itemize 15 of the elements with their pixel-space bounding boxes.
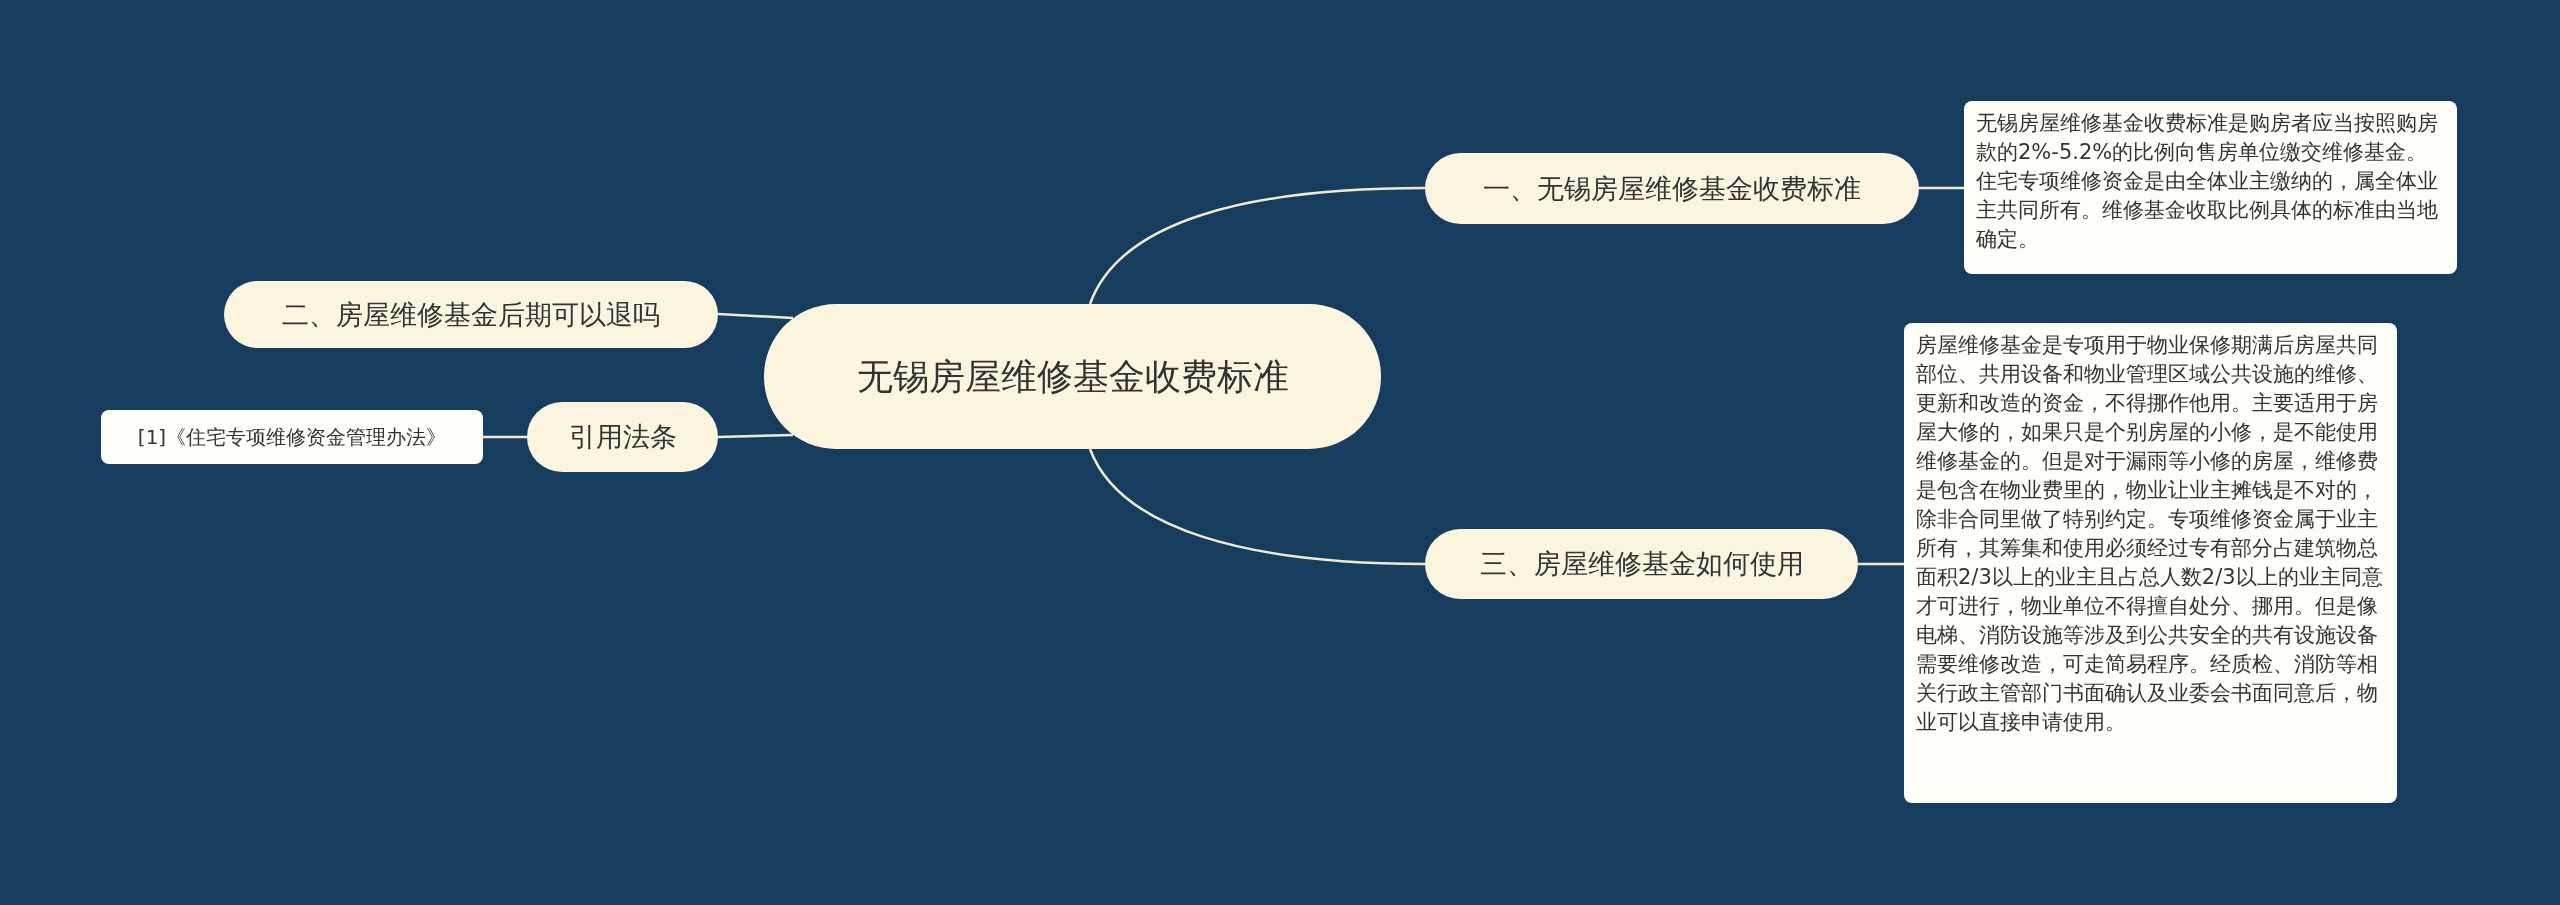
note-box: 无锡房屋维修基金收费标准是购房者应当按照购房款的2%-5.2%的比例向售房单位缴交维修基金。住宅专项维修资金是由全体业主缴纳的，属全体业主共同所有。维修基金收取比例具体的标准由当地确定。 bbox=[1964, 101, 2457, 274]
topic-box: 一、无锡房屋维修基金收费标准 bbox=[1425, 153, 1919, 224]
connector-line bbox=[1919, 186, 1964, 190]
connector-line bbox=[717, 433, 794, 439]
topic-box: 二、房屋维修基金后期可以退吗 bbox=[224, 281, 718, 348]
connector-line bbox=[1088, 448, 1426, 566]
topic-box: 引用法条 bbox=[527, 402, 718, 472]
connector-line bbox=[717, 312, 794, 320]
central-topic: 无锡房屋维修基金收费标准 bbox=[764, 304, 1381, 449]
connector-line bbox=[483, 435, 527, 439]
connector-line bbox=[1858, 562, 1904, 566]
note-box: 房屋维修基金是专项用于物业保修期满后房屋共同部位、共用设备和物业管理区域公共设施的维修、更新和改造的资金，不得挪作他用。主要适用于房屋大修的，如果只是个别房屋的小修，是不能使用维修基金的。但是对于漏雨等小修的房屋，维修费是包含在物业费里的，物业让业主摊钱是不对的，除非合同里做了特别约定。专项维修资金属于业主所有，其筹集和使用必须经过专有部分占建筑物总面积2/3以上的业主且占总人数2/3以上的业主同意才可进行，物业单位不得擅自处分、挪用。但是像电梯、消防设施等涉及到公共安全的共有设施设备需要维修改造，可走简易程序。经质检、消防等相关行政主管部门书面确认及业委会书面同意后，物业可以直接申请使用。 bbox=[1904, 323, 2397, 803]
topic-box: 三、房屋维修基金如何使用 bbox=[1425, 529, 1858, 599]
connector-line bbox=[1088, 186, 1425, 305]
reference-box: [1]《住宅专项维修资金管理办法》 bbox=[101, 410, 483, 464]
